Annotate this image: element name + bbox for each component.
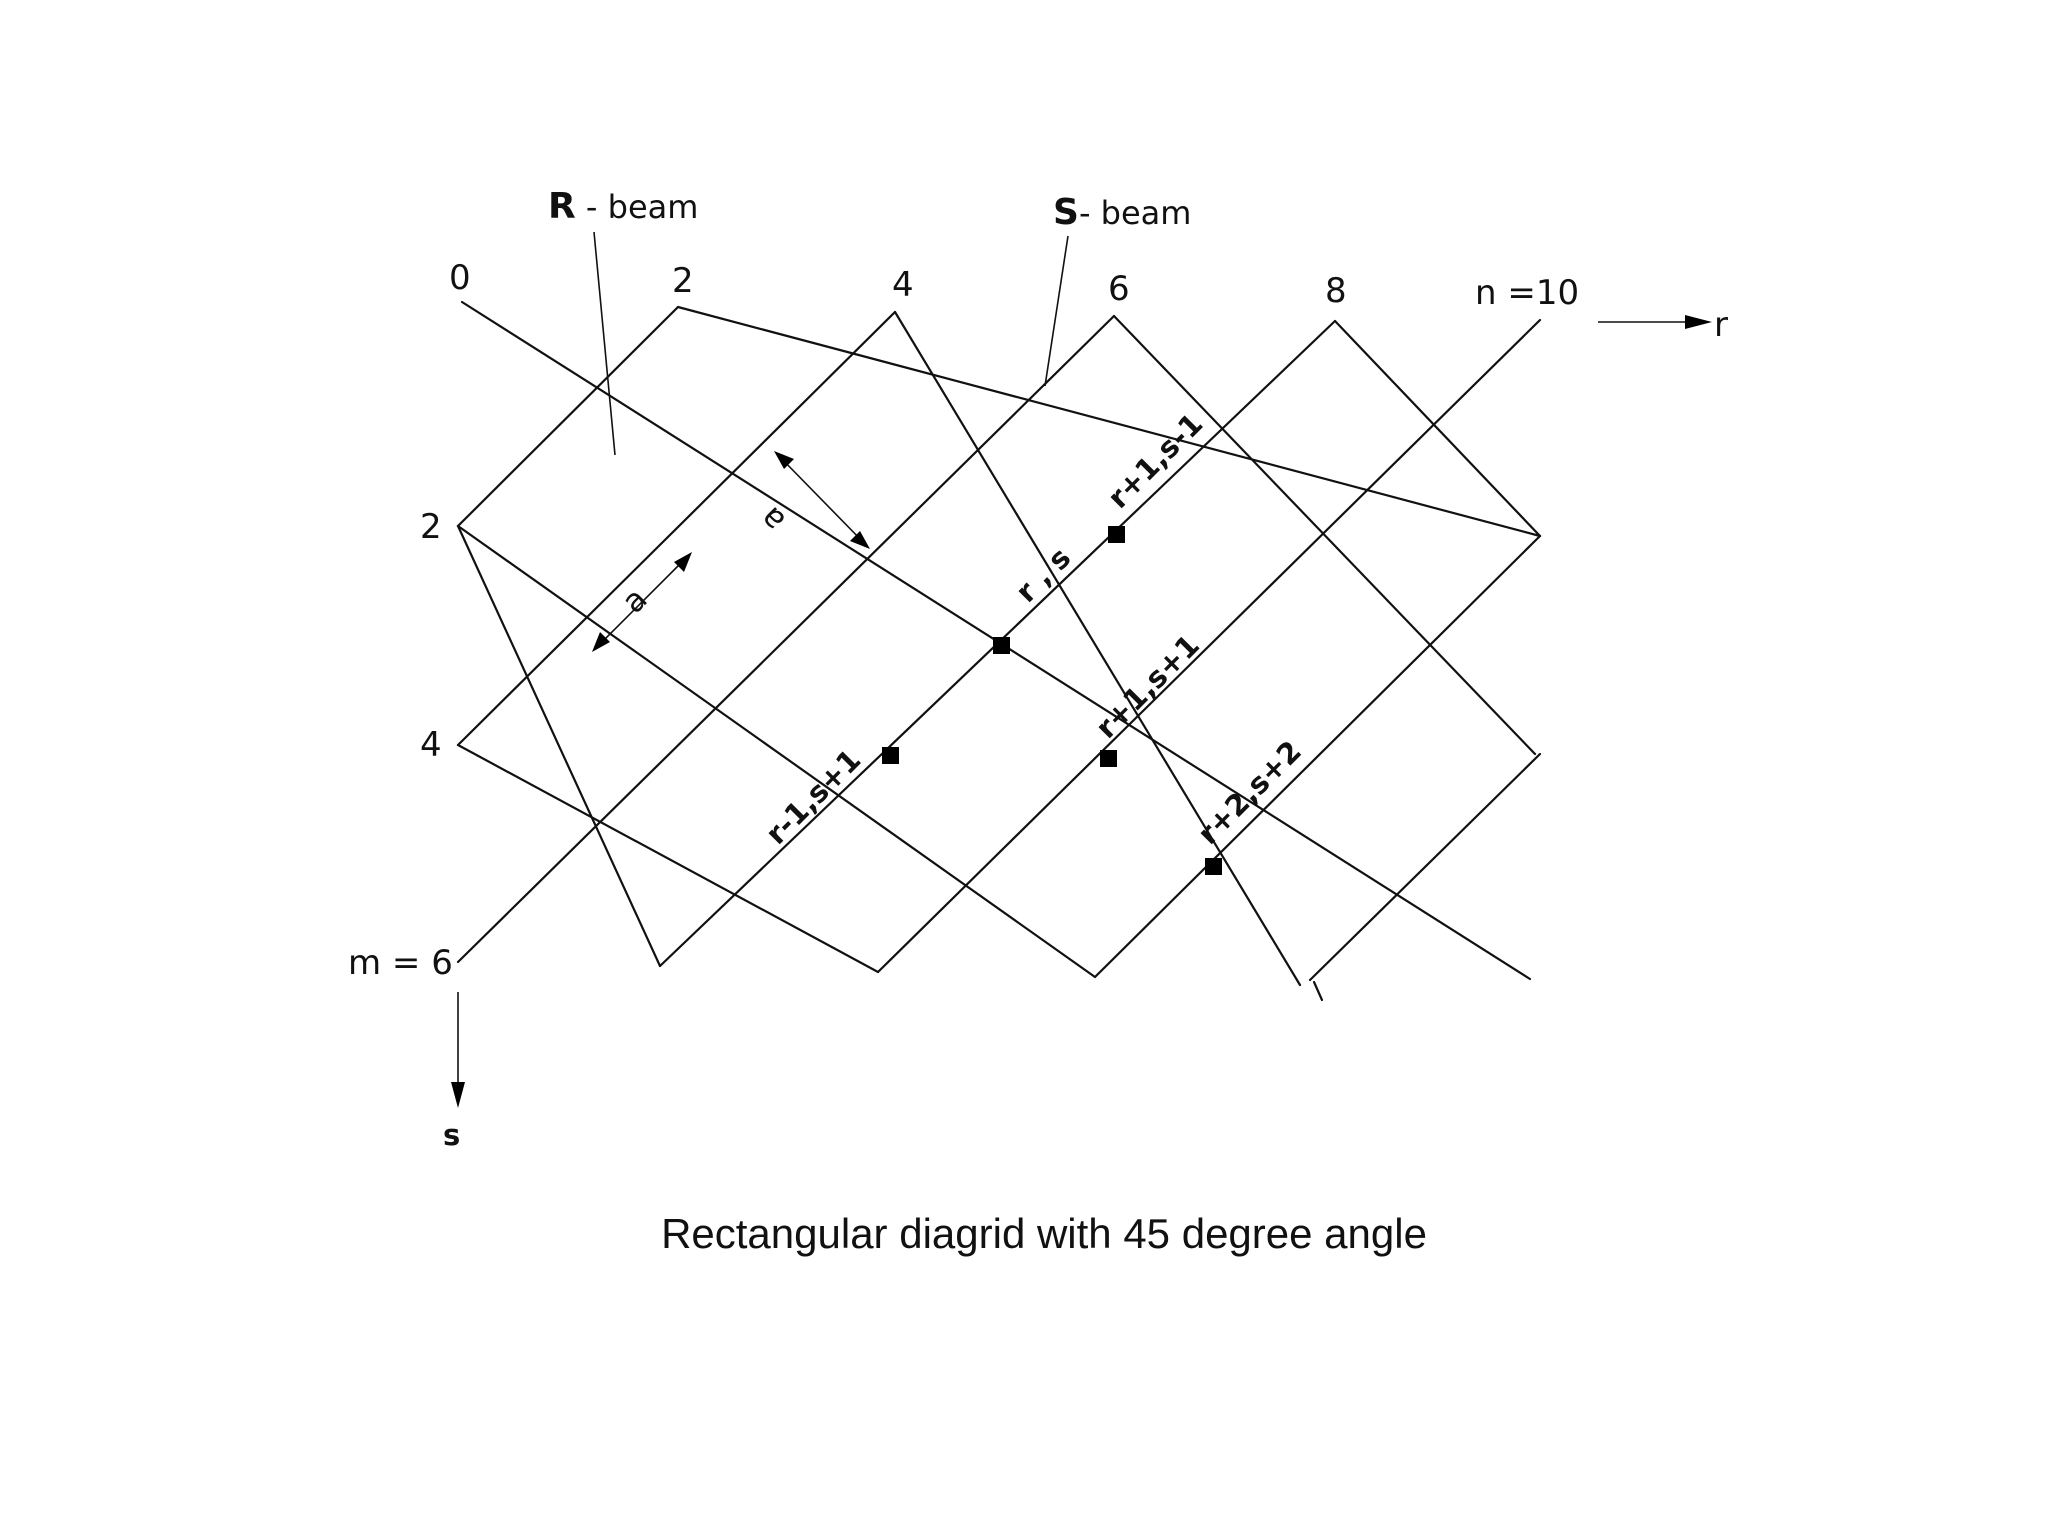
r-direction-label: r <box>1714 305 1728 345</box>
nodes <box>882 526 1222 875</box>
s-beam-label: S- beam <box>1053 192 1191 233</box>
node-label-r-minus1-s1: r-1,s+1 <box>759 743 867 851</box>
top-axis-label: 8 <box>1325 271 1347 311</box>
s-direction-arrow <box>451 992 465 1108</box>
top-axis-label: 2 <box>672 261 694 301</box>
r-beam-line <box>456 524 662 968</box>
s-beams <box>456 305 1542 1002</box>
node-r1-s-minus1 <box>1108 526 1125 543</box>
s-beam-line <box>456 305 680 528</box>
r-beam-line <box>456 524 1097 979</box>
spacing-dimension-left <box>592 552 692 652</box>
s-beam-leader <box>1044 235 1069 387</box>
node-r2-s2 <box>1205 858 1222 875</box>
spacing-dimension-top <box>774 451 870 549</box>
top-axis-label: 4 <box>892 265 914 305</box>
s-beam-line <box>1308 752 1542 982</box>
r-beam-line <box>1112 314 1537 756</box>
left-axis-label: 4 <box>420 725 442 765</box>
left-axis-labels: 2 4 m = 6 <box>348 507 453 983</box>
r-beam-line <box>893 310 1302 987</box>
node-r1-s1 <box>1100 750 1117 767</box>
node-label-r1-s1: r+1,s+1 <box>1089 628 1206 745</box>
r-beam-line <box>1333 319 1542 538</box>
r-direction-arrow <box>1598 315 1712 329</box>
r-beam-label: R - beam <box>548 186 698 227</box>
r-beam-leader <box>593 231 616 456</box>
top-axis-labels: 0 2 4 6 8 n =10 <box>449 258 1579 313</box>
top-axis-label: n =10 <box>1475 273 1579 313</box>
s-beam-line <box>456 310 897 747</box>
figure-caption: Rectangular diagrid with 45 degree angle <box>661 1210 1427 1257</box>
s-beam-line <box>456 314 1116 964</box>
top-axis-label: 6 <box>1108 269 1130 309</box>
s-direction-label: s <box>443 1118 460 1152</box>
node-label-r2-s2: r+2,s+2 <box>1191 734 1308 851</box>
s-beam-line <box>1093 534 1542 979</box>
node-r-minus1-s1 <box>882 747 899 764</box>
left-axis-label: m = 6 <box>348 943 453 983</box>
top-axis-label: 0 <box>449 258 471 298</box>
node-r-s <box>993 637 1010 654</box>
r-beam-line <box>676 305 1542 538</box>
left-axis-label: 2 <box>420 507 442 547</box>
s-beam-line <box>876 318 1542 974</box>
s-beam-line <box>1312 980 1324 1002</box>
spacing-label-top: a <box>752 499 793 540</box>
r-beam-line <box>456 743 880 974</box>
